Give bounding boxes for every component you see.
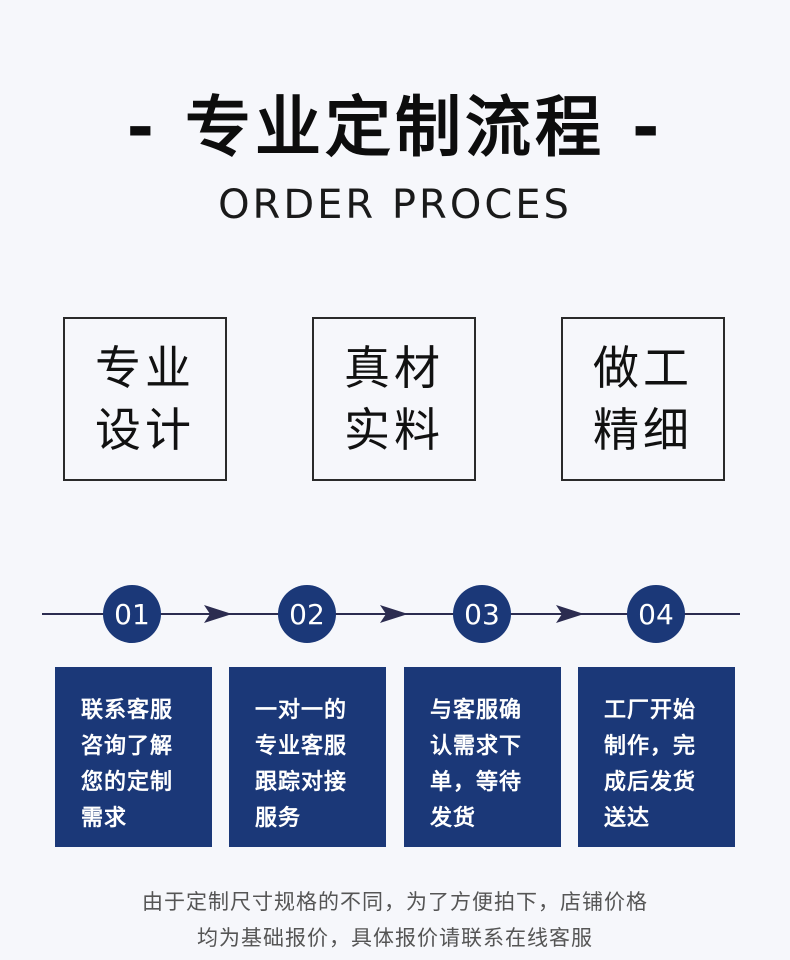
step-text-line: 服务: [255, 806, 302, 831]
price-note-line-1: 由于定制尺寸规格的不同，为了方便拍下，店铺价格: [142, 890, 648, 914]
step-circle-01: [103, 585, 161, 643]
arrow-right-icon: [204, 605, 232, 623]
arrow-right-icon: [556, 605, 584, 623]
price-note-line-2: 均为基础报价，具体报价请联系在线客服: [197, 926, 593, 950]
feature-line: 真材: [344, 341, 444, 395]
step-text-line: 您的定制: [81, 770, 174, 795]
feature-box-craft: 做工 精细: [561, 317, 725, 481]
step-text-line: 认需求下: [430, 734, 523, 759]
step-card-01: 联系客服 咨询了解 您的定制 需求: [55, 667, 212, 847]
step-number: 04: [638, 598, 674, 631]
step-text-line: 需求: [81, 806, 128, 831]
step-text-line: 制作，完: [604, 734, 697, 759]
step-text-line: 专业客服: [255, 734, 348, 759]
step-text-line: 成后发货: [604, 770, 697, 795]
feature-line: 专业: [95, 341, 195, 395]
step-text-line: 工厂开始: [604, 698, 697, 723]
step-text-line: 送达: [604, 806, 651, 831]
step-text-line: 跟踪对接: [255, 770, 348, 795]
step-number: 02: [289, 598, 325, 631]
feature-box-material: 真材 实料: [312, 317, 476, 481]
feature-line: 实料: [344, 403, 444, 457]
step-text-line: 联系客服: [81, 698, 174, 723]
step-circle-04: [627, 585, 685, 643]
step-circle-03: [453, 585, 511, 643]
feature-line: 做工: [593, 341, 693, 395]
step-card-04: 工厂开始 制作，完 成后发货 送达: [578, 667, 735, 847]
process-timeline: 01 02 03 04: [42, 585, 740, 643]
step-text-line: 单，等待: [430, 770, 523, 795]
step-text-line: 一对一的: [255, 698, 348, 723]
step-text-line: 咨询了解: [81, 734, 174, 759]
feature-line: 设计: [95, 403, 195, 457]
feature-line: 精细: [593, 403, 693, 457]
step-number: 01: [114, 598, 150, 631]
feature-box-design: 专业 设计: [63, 317, 227, 481]
step-circle-02: [278, 585, 336, 643]
page-subtitle: ORDER PROCES: [218, 182, 572, 228]
step-text-line: 与客服确: [430, 698, 523, 723]
page-title: - 专业定制流程 -: [126, 89, 664, 166]
step-text-line: 发货: [430, 806, 477, 831]
step-card-02: 一对一的 专业客服 跟踪对接 服务: [229, 667, 386, 847]
arrow-right-icon: [380, 605, 408, 623]
step-number: 03: [464, 598, 500, 631]
step-card-03: 与客服确 认需求下 单，等待 发货: [404, 667, 561, 847]
